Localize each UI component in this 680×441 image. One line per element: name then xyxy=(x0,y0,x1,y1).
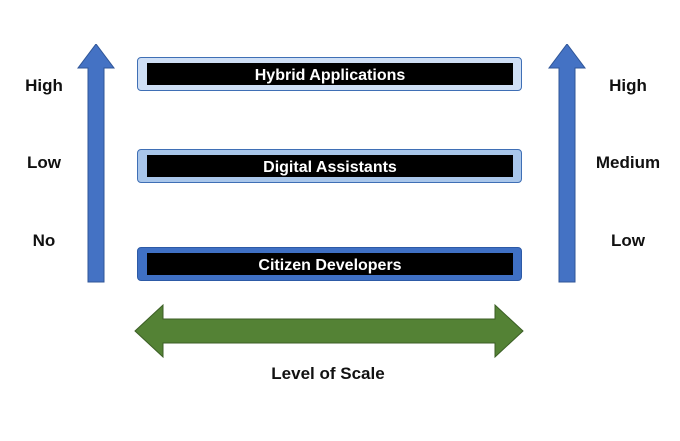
right-vertical-arrow xyxy=(548,44,586,283)
right-label-low: Low xyxy=(611,231,645,250)
left-label-high: High xyxy=(25,76,63,95)
tier-citizen-developers-label: Citizen Developers xyxy=(147,253,513,275)
right-label-medium: Medium xyxy=(595,153,661,172)
left-label-no: No xyxy=(32,231,56,250)
tier-hybrid-applications-label: Hybrid Applications xyxy=(147,63,513,85)
tier-digital-assistants-label: Digital Assistants xyxy=(147,155,513,177)
right-label-high: High xyxy=(609,76,647,95)
tier-digital-assistants: Digital Assistants xyxy=(137,149,522,183)
left-label-low: Low xyxy=(27,153,61,172)
tier-citizen-developers: Citizen Developers xyxy=(137,247,522,281)
scale-double-arrow xyxy=(134,303,524,359)
scale-label: Level of Scale xyxy=(271,364,385,383)
tier-hybrid-applications: Hybrid Applications xyxy=(137,57,522,91)
left-vertical-arrow xyxy=(77,44,115,283)
